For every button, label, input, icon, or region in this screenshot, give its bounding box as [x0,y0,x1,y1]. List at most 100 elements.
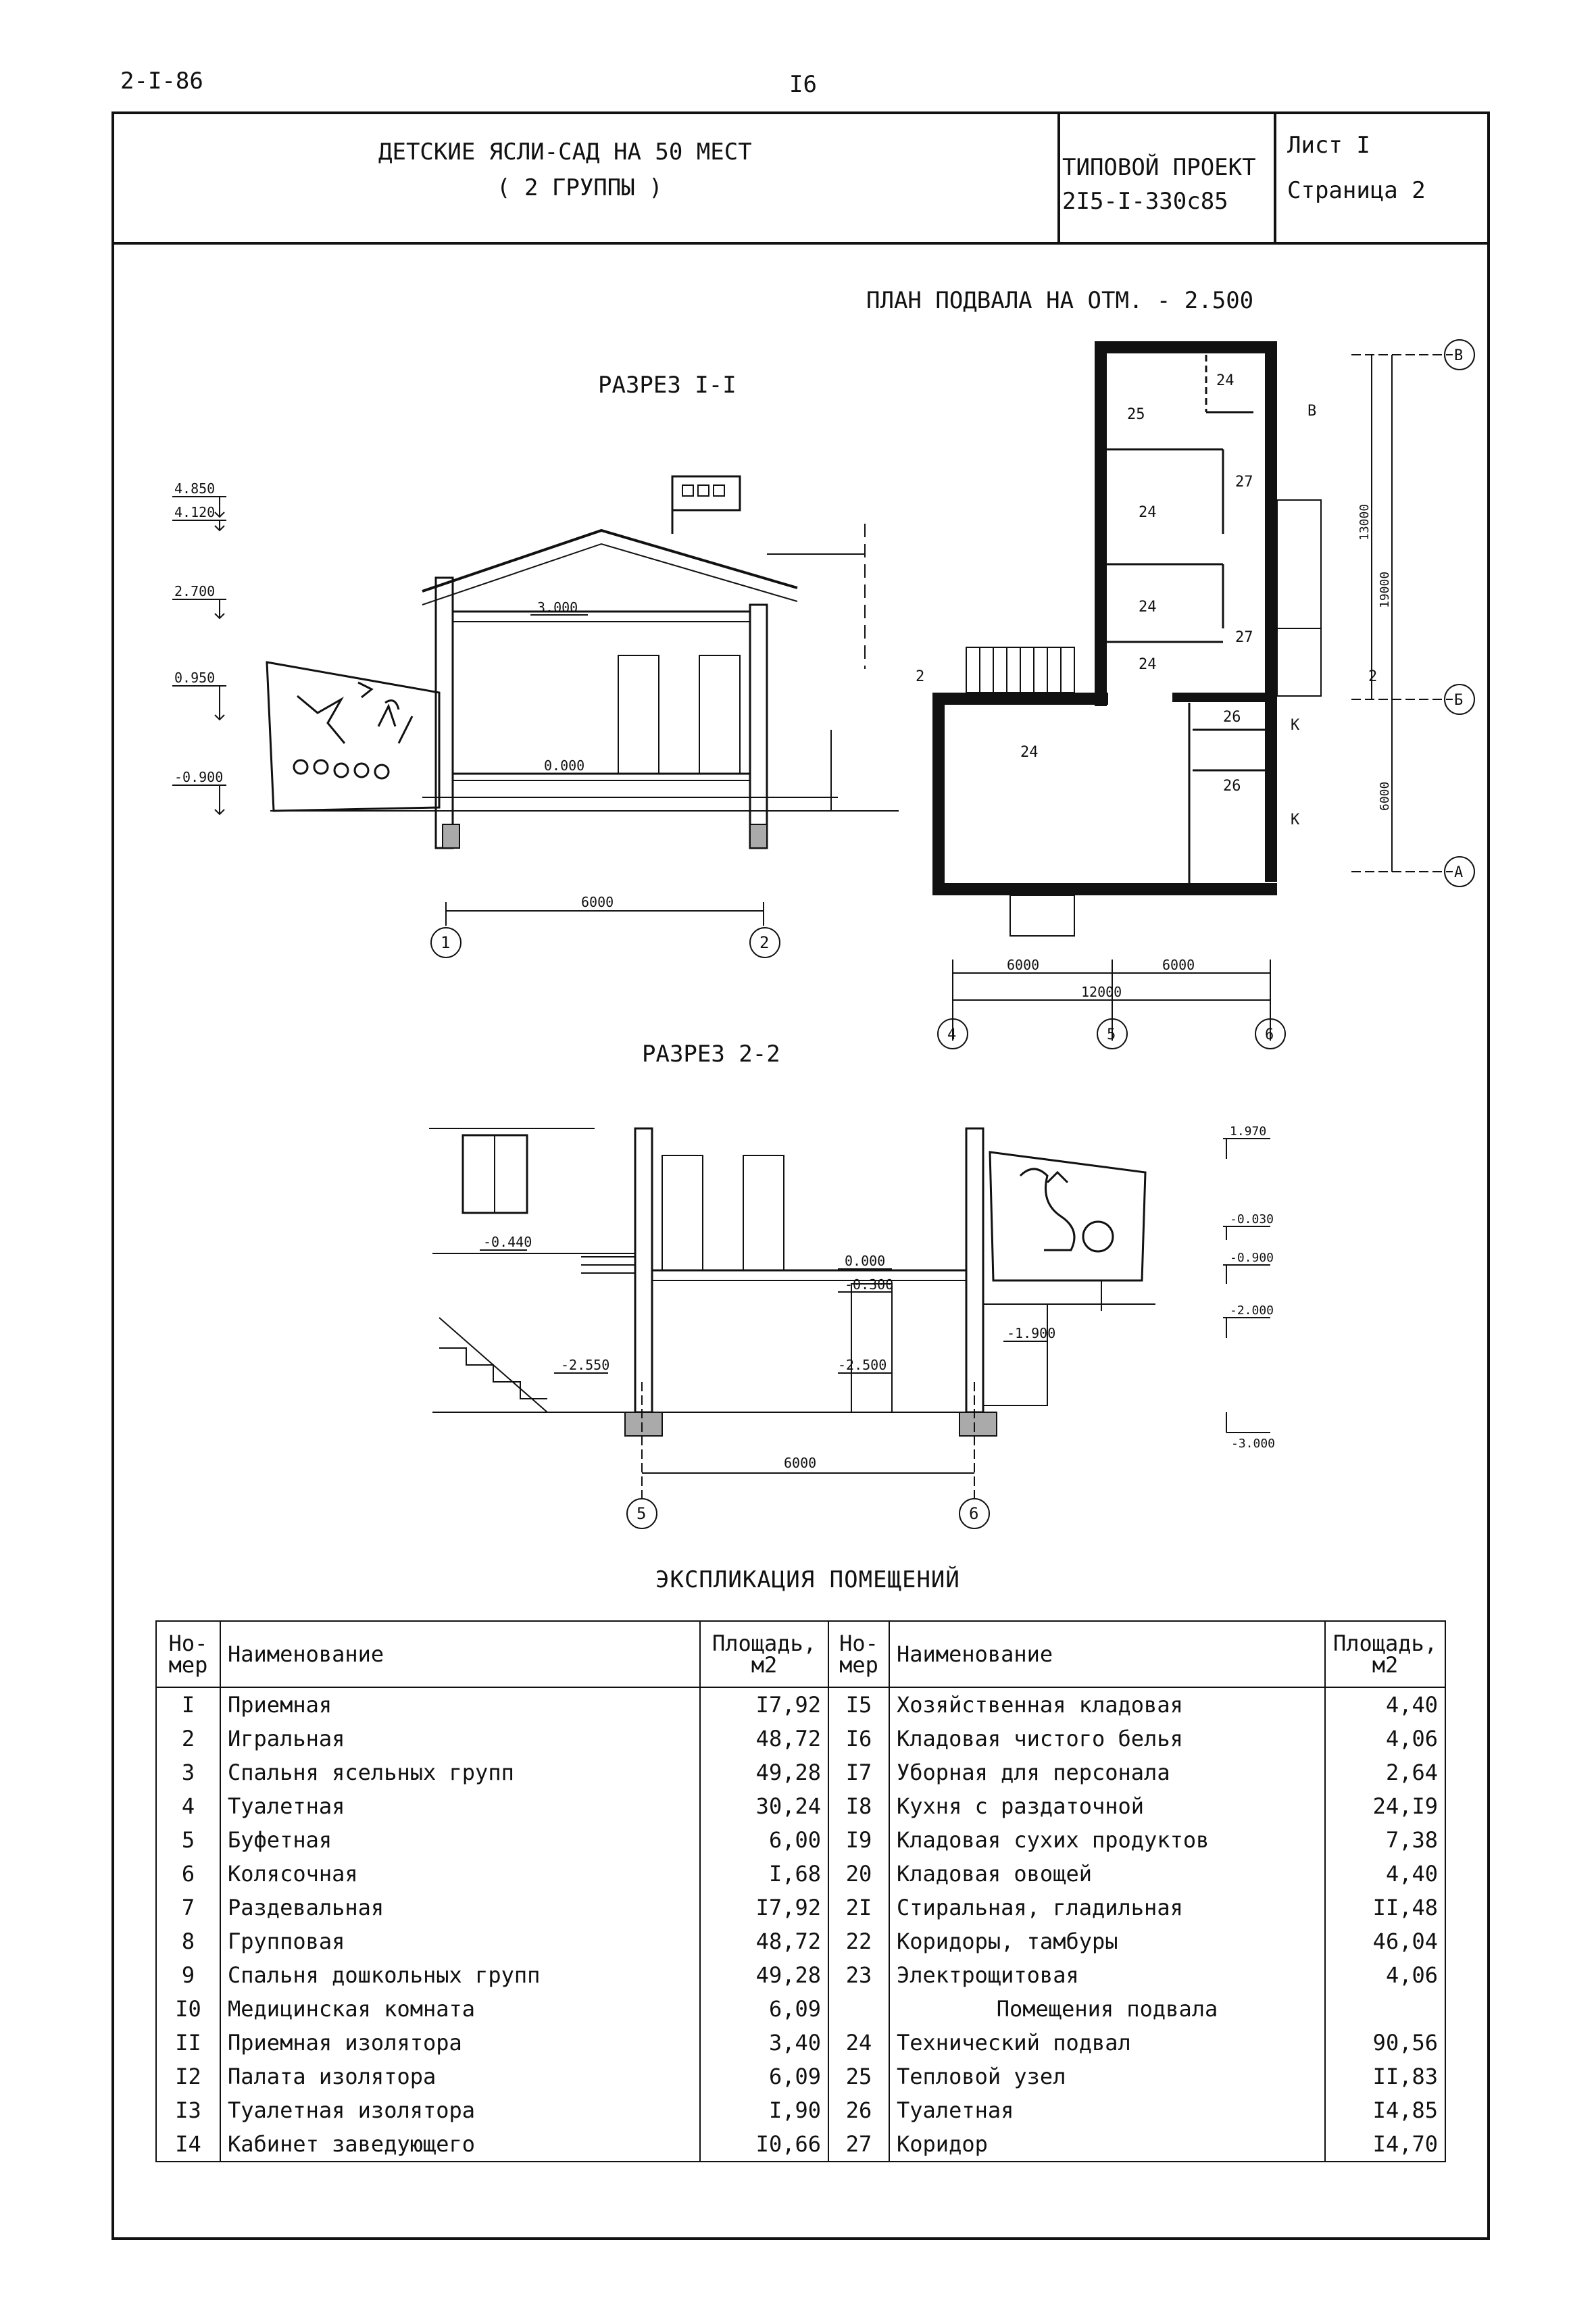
level-m3000: -3.000 [1231,1437,1275,1451]
room-name: Кладовая чистого белья [889,1722,1326,1756]
room-number: I6 [828,1722,890,1756]
section2-dim: 6000 [784,1455,816,1471]
plan-axis-v: В [1454,347,1463,364]
plan-room-26b: 26 [1223,778,1241,795]
plan-axis-4: 4 [947,1026,956,1043]
room-name: Палата изолятора [220,2060,701,2093]
room-area: 6,00 [699,1823,829,1857]
sheet-label: Лист I [1287,132,1370,159]
room-name: Коридор [889,2127,1326,2162]
plan-room-24c: 24 [1139,599,1157,616]
room-number: I5 [828,1687,890,1722]
room-name: Медицинская комната [220,1992,701,2026]
room-area: 7,38 [1324,1823,1446,1857]
series-code: 2-I-86 [120,68,203,95]
room-number [828,1992,890,2026]
room-area: 49,28 [699,1756,829,1789]
room-name: Приемная изолятора [220,2026,701,2060]
room-area: 6,09 [699,2060,829,2093]
s2-axis-5: 5 [637,1504,646,1523]
room-name: Приемная [220,1687,701,1722]
room-name: Кладовая сухих продуктов [889,1823,1326,1857]
room-area: 48,72 [699,1722,829,1756]
plan-dim-6000-a: 6000 [1007,957,1039,973]
level-0000: 0.000 [544,757,584,774]
room-area: 24,I9 [1324,1789,1446,1823]
room-name: Спальня дошкольных групп [220,1958,701,1992]
room-number: 22 [828,1924,890,1958]
room-name: Помещения подвала [889,1992,1326,2026]
room-number: 25 [828,2060,890,2093]
room-name: Кладовая овощей [889,1857,1326,1891]
room-area: 90,56 [1324,2026,1446,2060]
room-area: 4,06 [1324,1958,1446,1992]
room-name: Хозяйственная кладовая [889,1687,1326,1722]
level-s2-0000: 0.000 [845,1253,885,1269]
room-name: Кабинет заведующего [220,2127,701,2162]
level-m0900-s2: -0.900 [1230,1251,1274,1265]
plan-room-25: 25 [1127,406,1145,423]
level-m2500: -2.500 [838,1357,887,1373]
room-name: Групповая [220,1924,701,1958]
explication-title: ЭКСПЛИКАЦИЯ ПОМЕЩЕНИЙ [655,1566,960,1593]
room-number: 6 [155,1857,221,1891]
level-m0300: -0.300 [845,1276,893,1293]
title-block-divider-1 [1057,111,1060,243]
section1-dim: 6000 [581,894,614,910]
room-area: 49,28 [699,1958,829,1992]
title-block-divider-2 [1274,111,1276,243]
sheet-frame [111,111,1490,2240]
section-1-drawing: 4.850 4.120 2.700 0.950 -0.900 3 [172,475,899,958]
room-name: Колясочная [220,1857,701,1891]
plan-mark-v: В [1307,403,1316,420]
room-area: 4,40 [1324,1687,1446,1722]
room-area: II,83 [1324,2060,1446,2093]
plan-axis-b: Б [1454,692,1463,709]
room-number: I4 [155,2127,221,2162]
room-area: I7,92 [699,1891,829,1924]
plan-room-24a: 24 [1216,372,1235,389]
room-number: I3 [155,2093,221,2127]
room-number: II [155,2026,221,2060]
header-name-right: Наименование [889,1620,1326,1688]
room-area: I4,70 [1324,2127,1446,2162]
plan-title: ПЛАН ПОДВАЛА НА ОТМ. - 2.500 [866,287,1254,314]
explication-table: Но- мер Наименование Площадь, м2 Но- мер… [155,1620,1446,2162]
room-name: Туалетная изолятора [220,2093,701,2127]
plan-mark-2-right: 2 [1368,668,1377,685]
s2-axis-6: 6 [969,1504,978,1523]
room-name: Раздевальная [220,1891,701,1924]
plan-dim-6000-v: 6000 [1378,782,1392,811]
room-area: 4,06 [1324,1722,1446,1756]
room-number: I0 [155,1992,221,2026]
room-area: I,90 [699,2093,829,2127]
plan-dim-12000: 12000 [1081,984,1122,1000]
room-name: Спальня ясельных групп [220,1756,701,1789]
title-block-bottom-line [111,242,1490,245]
room-number: I9 [828,1823,890,1857]
page-number: I6 [789,71,817,98]
room-number: 23 [828,1958,890,1992]
axis-1: 1 [441,933,450,952]
header-area-right: Площадь, м2 [1324,1620,1446,1688]
room-area: I,68 [699,1857,829,1891]
room-area: 46,04 [1324,1924,1446,1958]
room-area: 48,72 [699,1924,829,1958]
level-1970: 1.970 [1230,1124,1266,1139]
room-number: I8 [828,1789,890,1823]
axis-2: 2 [759,933,769,952]
room-number: I2 [155,2060,221,2093]
level-4120: 4.120 [174,504,215,520]
level-m0900: -0.900 [174,769,223,785]
room-area: 2,64 [1324,1756,1446,1789]
section-2-drawing: 6000 5 6 -0.440 -2.550 0.000 -0.300 -2.5… [429,1124,1275,1529]
